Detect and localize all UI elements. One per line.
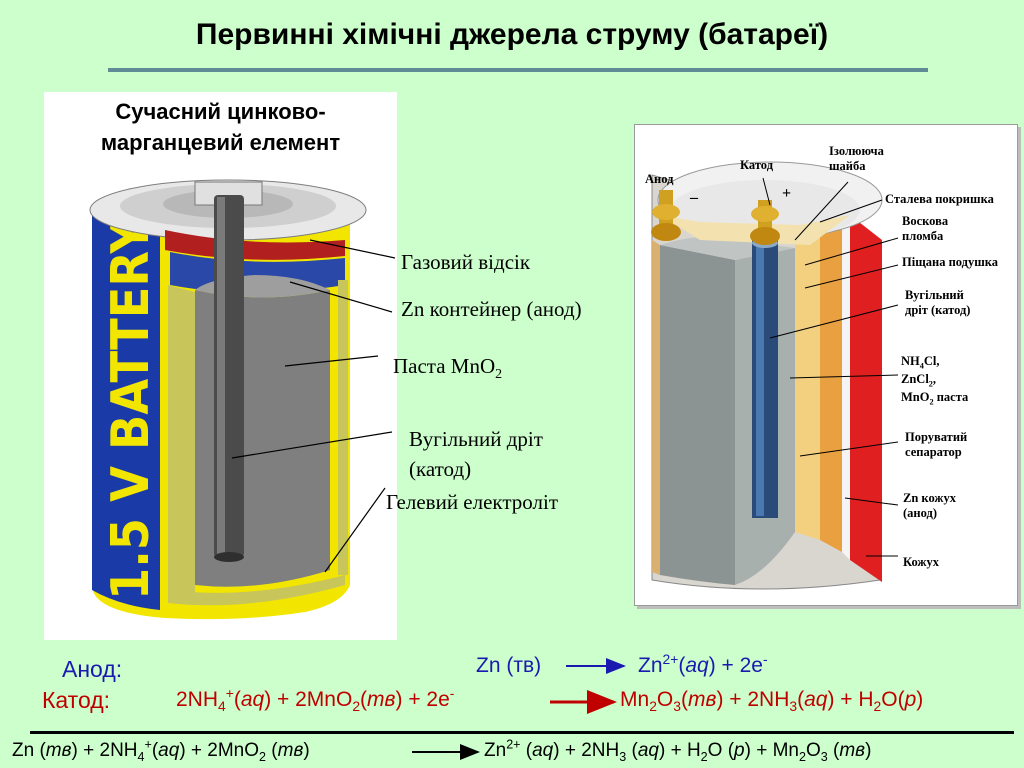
label-porous-separator: Поруватий сепаратор bbox=[905, 430, 968, 459]
net-equation-divider bbox=[30, 731, 1014, 734]
label-wax-seal: Воскова пломба bbox=[902, 214, 949, 243]
cathode-equation-reactants: 2NH4+(aq) + 2MnO2(тв) + 2e- bbox=[176, 685, 455, 715]
label-gas-chamber: Газовий відсік bbox=[401, 250, 531, 274]
label-minus: – bbox=[690, 189, 698, 206]
label-insulating-washer: Ізолююча шайба bbox=[829, 144, 884, 173]
label-anode: Анод bbox=[645, 172, 674, 186]
label-steel-cap: Сталева покришка bbox=[885, 192, 994, 206]
cathode-equation-label: Катод: bbox=[42, 687, 111, 713]
cathode-terminal bbox=[750, 200, 780, 245]
label-plus: + bbox=[782, 185, 792, 202]
battery-label-band bbox=[92, 215, 160, 610]
net-equation-products: Zn2+ (aq) + 2NH3 (aq) + H2O (р) + Mn2O3 … bbox=[484, 737, 872, 764]
page-title: Первинні хімічні джерела струму (батареї… bbox=[195, 18, 829, 51]
label-outer-casing: Кожух bbox=[903, 555, 939, 569]
cell-paste bbox=[660, 245, 735, 585]
anode-equation-label: Анод: bbox=[62, 656, 123, 682]
label-zn-container: Zn контейнер (анод) bbox=[401, 297, 582, 321]
battery-zinc-wall bbox=[168, 285, 195, 600]
cell-zinc-strip bbox=[850, 215, 882, 582]
label-carbon-rod: Вугільний дріт (катод) bbox=[409, 427, 543, 481]
label-mno2-paste: Паста MnO2 bbox=[393, 354, 503, 382]
title-underline bbox=[108, 68, 928, 72]
anode-equation-product: Zn2+(aq) + 2e- bbox=[638, 651, 768, 677]
battery-label-text: 1.5 V BATTERY bbox=[101, 219, 161, 600]
cathode-equation-products: Mn2O3(тв) + 2NH3(aq) + H2O(р) bbox=[620, 688, 924, 715]
net-equation-reactants: Zn (тв) + 2NH4+(aq) + 2MnO2 (тв) bbox=[12, 737, 310, 764]
anode-terminal bbox=[651, 190, 681, 241]
label-sand-cushion: Піщана подушка bbox=[902, 255, 999, 269]
label-carbon-rod-right: Вугільний дріт (катод) bbox=[905, 288, 971, 317]
left-heading: Сучасний цинково- марганцевий елемент bbox=[44, 96, 397, 158]
label-gel-electrolyte: Гелевий електроліт bbox=[386, 490, 558, 514]
left-heading-line2: марганцевий елемент bbox=[100, 130, 341, 155]
anode-equation-reactant: Zn (тв) bbox=[476, 654, 542, 677]
label-zn-casing-anode: Zn кожух (анод) bbox=[903, 491, 956, 520]
battery-seal bbox=[165, 230, 345, 260]
label-cathode: Катод bbox=[740, 158, 774, 172]
left-heading-line1: Сучасний цинково- bbox=[115, 99, 326, 124]
label-paste-composition: NH4Cl, ZnCl2, MnO2 паста bbox=[901, 354, 969, 407]
